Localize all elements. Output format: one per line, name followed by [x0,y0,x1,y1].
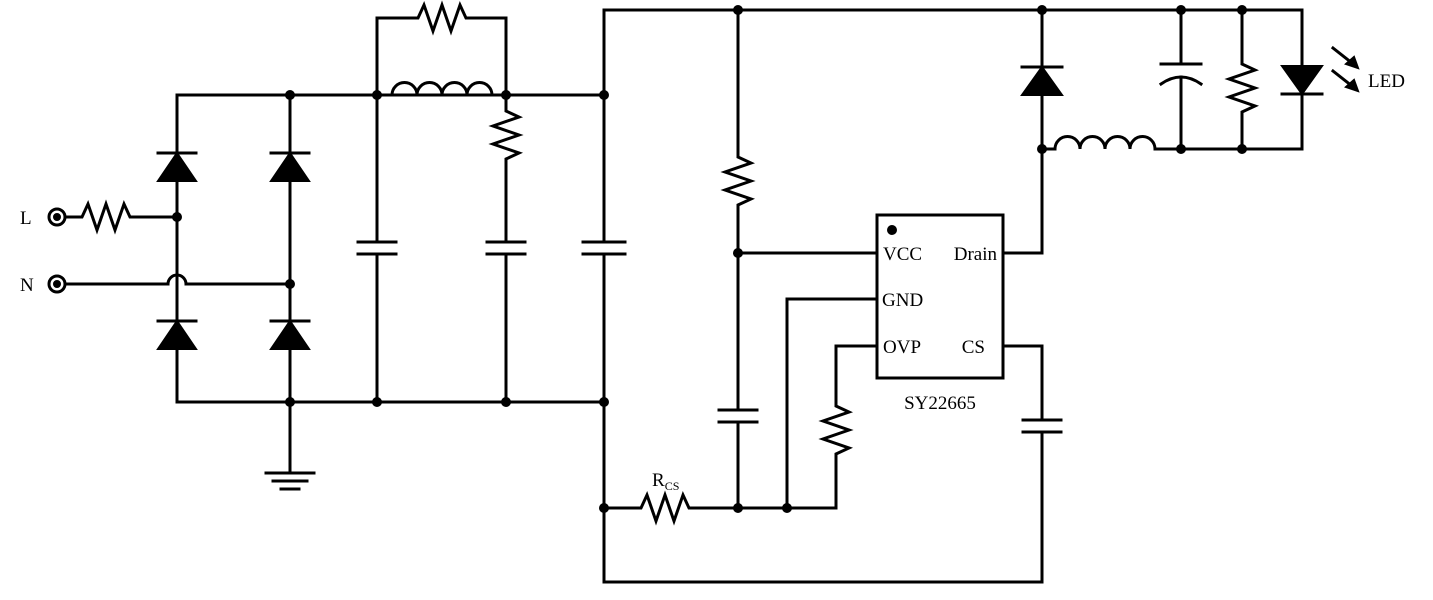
ovp-resistor [818,344,879,510]
freewheel-diode [1020,65,1064,96]
vcc-network [717,8,879,510]
output-stage: LED [1001,8,1405,255]
source-return: RCS [602,297,879,526]
bulk-capacitor [581,240,627,256]
cs-capacitor [1001,344,1063,434]
pi-filter [356,0,527,404]
filter-capacitor-1 [356,93,398,404]
rcs-resistor [602,490,838,526]
pin1-dot [887,225,897,235]
chip-name: SY22665 [904,393,976,414]
filter-resistor [375,0,508,97]
rcs-label: RCS [652,470,679,493]
filter-inductor [390,81,494,97]
bridge-diode-1 [156,151,198,182]
vcc-capacitor [717,408,759,510]
led-symbol [1280,8,1360,151]
pin-gnd: GND [882,290,923,311]
startup-resistor [720,8,756,412]
output-inductor [1040,135,1304,151]
bridge-diode-2 [269,151,311,182]
converter-frame [581,8,1304,584]
junctions [172,5,1247,513]
label-l: L [20,208,32,229]
pin-drain: Drain [954,244,998,265]
label-led: LED [1368,71,1405,92]
bridge-diode-3 [156,319,198,350]
pin-cs: CS [962,337,985,358]
filter-capacitor-2 [485,240,527,404]
bleeder-resistor [1224,8,1260,151]
ground-symbol [264,400,316,491]
ac-input: L N [20,199,292,296]
filter-damping-resistor [488,93,524,244]
ic-body [875,213,1005,380]
bridge-diode-4 [269,319,311,350]
input-resistor [63,199,179,235]
pin-vcc: VCC [883,244,922,265]
label-n: N [20,275,34,296]
bridge-rectifier [156,93,606,491]
pin-ovp: OVP [883,337,921,358]
controller-ic: VCC Drain GND OVP CS SY22665 [875,213,1005,414]
output-capacitor [1158,8,1204,151]
